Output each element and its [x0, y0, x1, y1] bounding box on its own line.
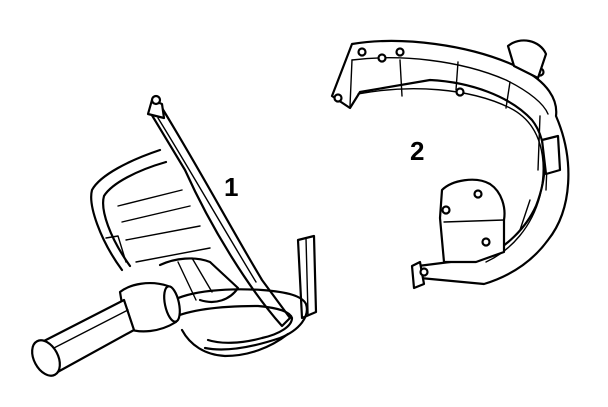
part-1-tool	[31, 94, 318, 377]
label-part-2: 2	[410, 136, 424, 166]
part-2-ring-bracket	[330, 39, 570, 290]
part-2-top-lug	[506, 39, 548, 80]
part-2-side-tab	[540, 134, 562, 176]
part-1-bolt	[150, 94, 162, 106]
label-part-1: 1	[224, 172, 238, 202]
part-1-upper-rod	[90, 148, 162, 272]
part-1-top-tab	[146, 98, 166, 120]
part-1-handle-end	[31, 339, 61, 377]
part-1-handle-bar	[168, 288, 308, 351]
